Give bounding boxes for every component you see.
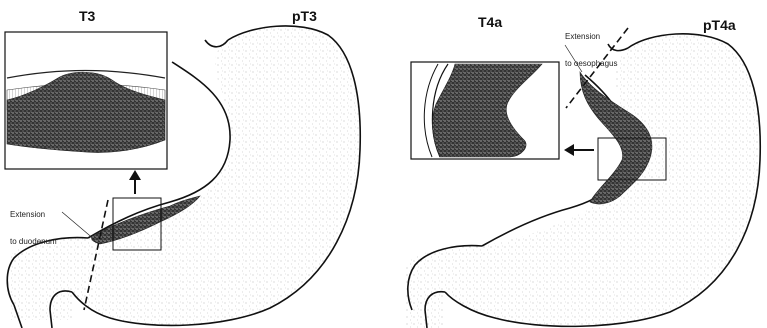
annotation-extension-duodenum: Extension to duodenum <box>10 192 57 255</box>
pathologic-stage-label-pt4a: pT4a <box>703 17 736 33</box>
stage-label-t3: T3 <box>79 8 95 24</box>
stage-label-t4a: T4a <box>478 14 502 30</box>
annotation-left-line1: Extension <box>10 210 57 219</box>
annotation-right-line2: to oesophagus <box>565 59 618 68</box>
pathologic-stage-label-pt3: pT3 <box>292 8 317 24</box>
annotation-right-line1: Extension <box>565 32 618 41</box>
left-panel <box>5 26 360 328</box>
annotation-extension-oesophagus: Extension to oesophagus <box>565 14 618 77</box>
annotation-left-line2: to duodenum <box>10 237 57 246</box>
